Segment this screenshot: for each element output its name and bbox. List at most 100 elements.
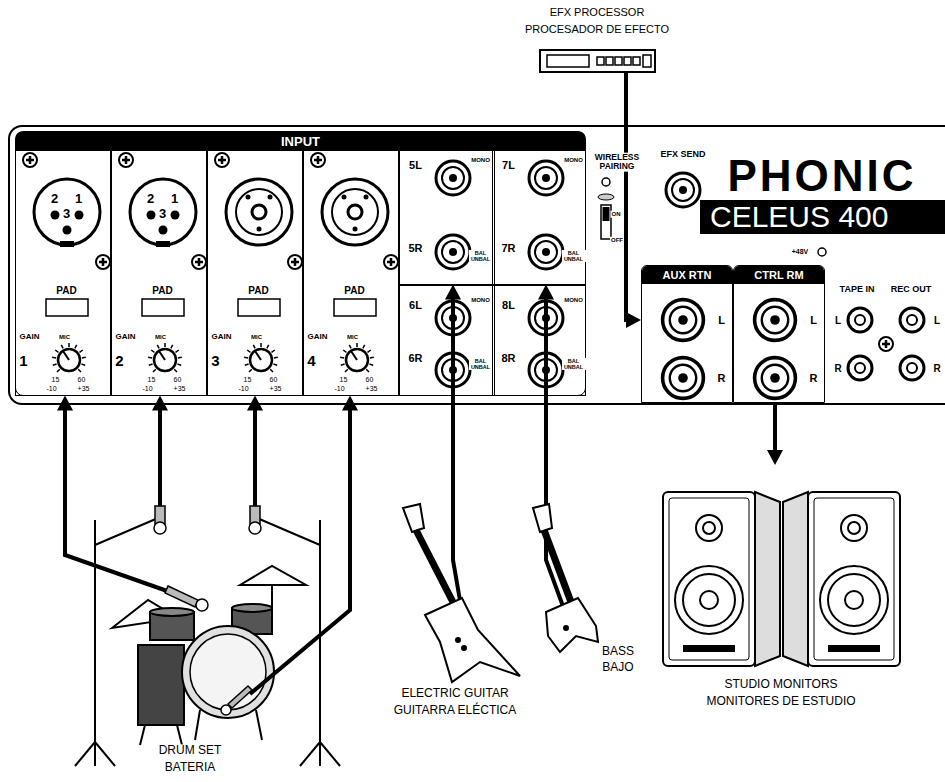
channel-strip: PADGAINMIC31560-10+35 <box>207 150 303 396</box>
label-text: 60 <box>365 376 375 384</box>
arrow-head <box>538 285 554 300</box>
bass-guitar <box>533 504 552 532</box>
cable-arrow <box>538 285 554 501</box>
label-text: 6L <box>408 298 423 310</box>
label-text: +35 <box>77 385 91 393</box>
label-text: GAIN <box>307 332 329 341</box>
channel-jacks <box>96 255 110 269</box>
cable-arrow <box>445 285 461 501</box>
label-text: INPUT <box>16 132 585 151</box>
channel-jacks <box>52 343 86 372</box>
drum-kit <box>150 608 194 616</box>
channel-jacks <box>529 235 563 269</box>
label-text: -10 <box>141 385 153 393</box>
label-text: +35 <box>269 385 283 393</box>
channel-jacks <box>192 255 206 269</box>
master-jacks <box>598 194 614 200</box>
label-text: 15 <box>147 376 157 384</box>
studio-monitors <box>683 574 735 626</box>
label-text: MIC <box>154 333 167 340</box>
label-text: R <box>717 371 727 383</box>
mic-cables <box>158 470 162 508</box>
processor-unit <box>540 50 655 72</box>
channel-jacks <box>34 179 100 247</box>
channel-strip: PADGAINMIC41560-10+35 <box>303 150 399 396</box>
cable-arrow <box>626 72 641 328</box>
channel-jacks <box>334 299 376 316</box>
studio-monitors <box>755 492 780 666</box>
channel-jacks <box>142 299 184 316</box>
label-text: 6R <box>407 351 423 363</box>
label-text: 60 <box>173 376 183 384</box>
label-text: PAD <box>247 284 269 295</box>
label-text: L <box>834 315 842 326</box>
stereo-channel: 7LMONO7RBAL UNBAL <box>492 150 586 285</box>
channel-jacks <box>23 153 563 387</box>
electric-guitar <box>425 598 520 682</box>
mic-cables <box>453 500 462 612</box>
drum-kit <box>232 604 272 612</box>
aux-return-section: AUX RTNLR <box>641 265 733 403</box>
label-text: -10 <box>45 385 57 393</box>
label-text: GUITARRA ELÉCTICA <box>393 704 517 717</box>
label-text: 60 <box>77 376 87 384</box>
studio-monitors <box>848 522 860 534</box>
microphones <box>221 705 231 715</box>
drum-kit <box>182 626 274 718</box>
processor-unit <box>606 57 613 65</box>
cable-arrow <box>57 396 73 471</box>
microphones <box>249 522 261 534</box>
label-text: 15 <box>243 376 253 384</box>
channel-jacks <box>384 255 398 269</box>
label-text: MIC <box>346 333 359 340</box>
studio-monitors <box>783 492 808 666</box>
label-text: MONO <box>470 156 491 163</box>
bass-guitar <box>533 504 598 652</box>
drum-kit <box>140 725 182 745</box>
label-text: 2 <box>114 352 124 369</box>
label-text: GAIN <box>211 332 233 341</box>
label-text: BAL UNBAL <box>562 249 586 261</box>
drum-kit <box>138 645 184 725</box>
channel-strip: 213PADGAINMIC11560-10+35 <box>15 150 111 396</box>
label-text: MONITORES DE ESTUDIO <box>705 695 856 708</box>
processor-unit <box>633 57 640 65</box>
drum-kit <box>75 518 340 766</box>
studio-monitors <box>808 492 900 666</box>
studio-monitors <box>828 574 880 626</box>
effects-processor: EFX PROCESSORPROCESADOR DE EFECTO <box>505 2 690 72</box>
mic-cables <box>65 470 170 592</box>
label-text: BATERIA <box>164 761 216 774</box>
label-text: 8R <box>500 351 516 363</box>
label-text: ELECTRIC GUITAR <box>400 687 509 700</box>
label-text: MIC <box>250 333 263 340</box>
studio-monitors <box>675 566 743 634</box>
label-text: BAL UNBAL <box>562 357 586 369</box>
channel-jacks <box>226 179 292 245</box>
label-text: ON <box>611 211 622 218</box>
arrow-head <box>626 312 641 328</box>
label-text: OFF <box>610 237 624 244</box>
mixer-panel: PHONICCELEUS 400INPUT213PADGAINMIC11560-… <box>8 125 945 405</box>
label-text: PAD <box>55 284 77 295</box>
label-text: 5L <box>408 158 423 170</box>
studio-monitors <box>820 566 888 634</box>
bass-guitar <box>546 598 598 652</box>
label-text: 5R <box>407 241 423 253</box>
master-jacks <box>818 248 826 256</box>
channel-jacks <box>311 153 325 167</box>
master-jacks <box>602 178 610 186</box>
drum-kit <box>75 518 340 766</box>
label-text: +35 <box>173 385 187 393</box>
microphones <box>154 522 166 534</box>
mic-cables <box>250 470 350 694</box>
label-text: PHONIC <box>726 152 917 200</box>
label-text: R <box>833 363 842 374</box>
master-jacks <box>755 358 796 399</box>
arrow-head <box>342 396 358 411</box>
cable-line <box>158 409 162 471</box>
label-text: BASS <box>601 645 635 658</box>
master-jacks <box>848 308 872 332</box>
arrow-head <box>445 285 461 300</box>
